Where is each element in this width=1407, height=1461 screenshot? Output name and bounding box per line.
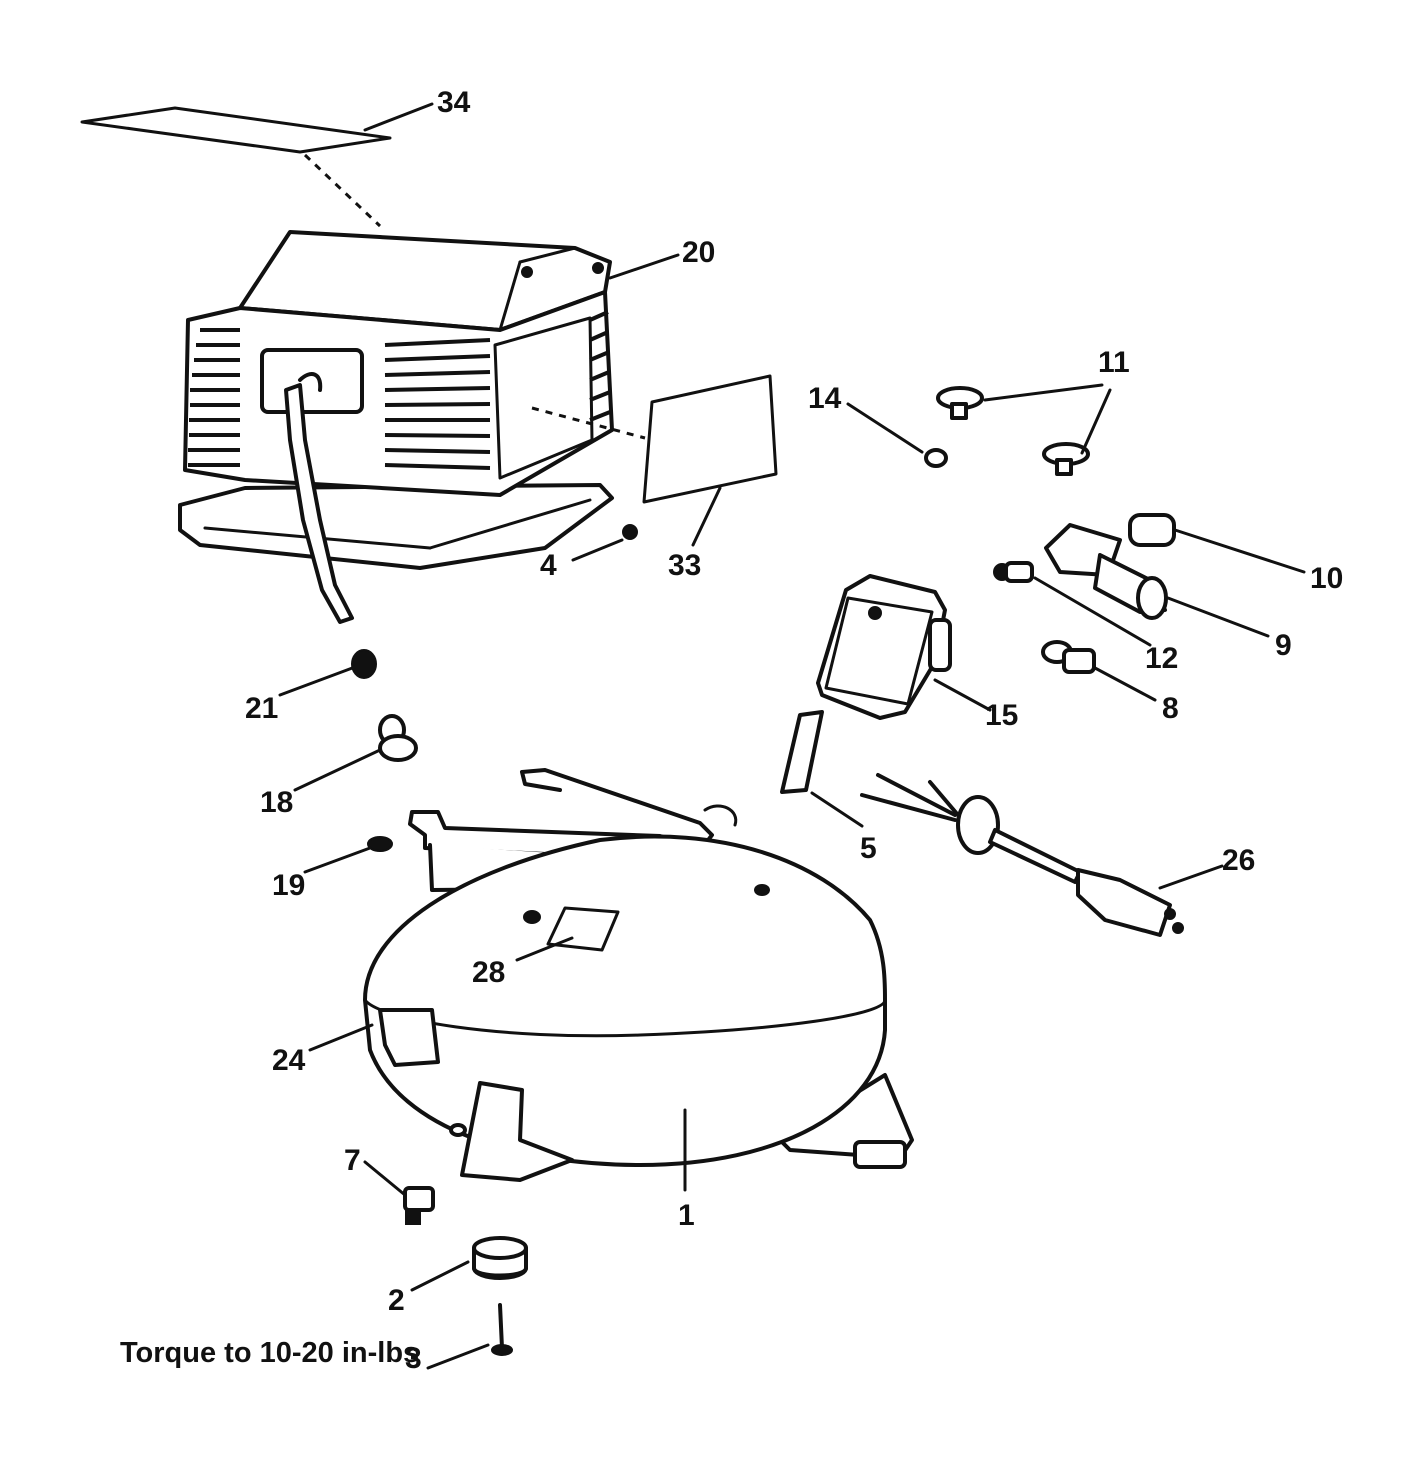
part-1-tank xyxy=(363,768,914,1182)
callout-33: 33 xyxy=(668,549,701,582)
part-34-label-plate xyxy=(80,106,392,228)
callout-24: 24 xyxy=(272,1044,306,1077)
part-8-safety-valve xyxy=(1041,640,1096,674)
part-9-regulator xyxy=(1044,523,1168,620)
callout-4: 4 xyxy=(540,549,557,582)
part-15-pressure-switch xyxy=(816,574,952,720)
callout-34: 34 xyxy=(437,86,471,119)
callout-labels: 34 20 11 14 4 33 10 12 9 8 15 21 18 19 5… xyxy=(120,86,1343,1375)
part-26-power-cord xyxy=(860,773,1184,937)
callout-21: 21 xyxy=(245,692,278,725)
callout-20: 20 xyxy=(682,236,715,269)
part-4-screw xyxy=(622,524,638,540)
callout-7: 7 xyxy=(344,1144,361,1177)
part-3-screw xyxy=(491,1303,513,1356)
callout-12: 12 xyxy=(1145,642,1178,675)
part-14-plug xyxy=(924,448,948,468)
leader-lines xyxy=(278,102,1306,1370)
callout-9: 9 xyxy=(1275,629,1292,662)
part-12-fitting xyxy=(993,561,1034,583)
part-19-drain xyxy=(367,836,393,852)
part-2-rubber-foot xyxy=(472,1236,528,1280)
torque-note: Torque to 10-20 in-lbs xyxy=(120,1337,419,1369)
callout-8: 8 xyxy=(1162,692,1179,725)
part-20-shroud xyxy=(178,230,646,624)
part-18-check-valve xyxy=(378,714,418,762)
part-33-decal xyxy=(642,374,778,504)
callout-19: 19 xyxy=(272,869,305,902)
part-5-nipple xyxy=(780,710,824,794)
callout-18: 18 xyxy=(260,786,293,819)
callout-15: 15 xyxy=(985,699,1018,732)
callout-28: 28 xyxy=(472,956,505,989)
part-11-valves xyxy=(936,386,1090,476)
callout-14: 14 xyxy=(808,382,842,415)
part-10-fitting xyxy=(1128,513,1176,547)
callout-11: 11 xyxy=(1098,346,1130,379)
part-7-drain-valve xyxy=(403,1186,435,1225)
callout-2: 2 xyxy=(388,1284,405,1317)
callout-26: 26 xyxy=(1222,844,1255,877)
callout-10: 10 xyxy=(1310,562,1343,595)
callout-5: 5 xyxy=(860,832,877,865)
part-21-plug xyxy=(351,649,377,679)
callout-1: 1 xyxy=(678,1199,695,1232)
callout-3: 3 xyxy=(405,1342,422,1375)
